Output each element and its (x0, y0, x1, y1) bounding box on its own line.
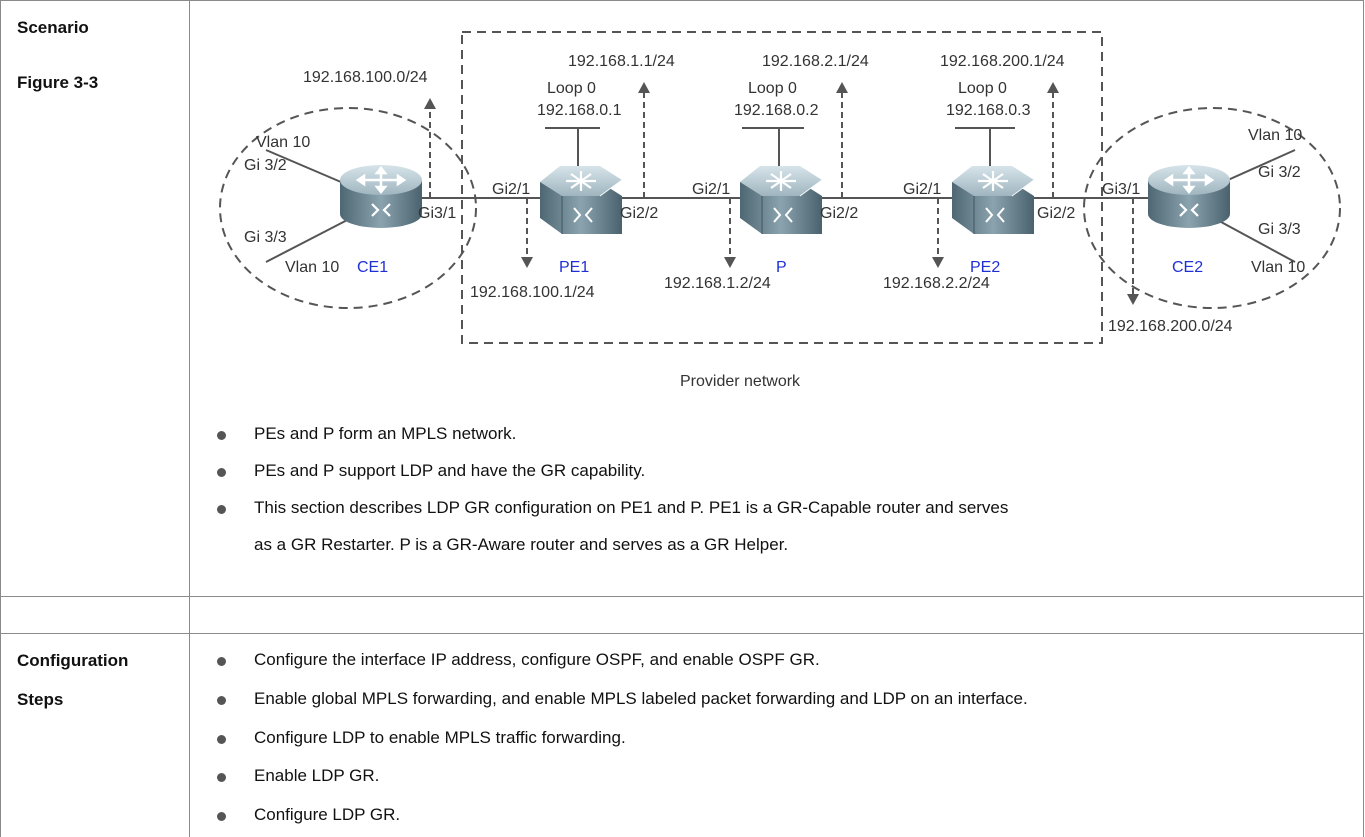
scenario-label: Scenario (17, 18, 89, 37)
table-row-divider (0, 596, 1364, 597)
ce2-port-bottom: Gi 3/3 (1258, 221, 1301, 238)
pe1-out-port: Gi2/2 (620, 205, 658, 222)
bullet-dot (217, 657, 226, 666)
pe2-loop-ip: 192.168.0.3 (946, 102, 1031, 119)
pe1-switch-icon (538, 164, 624, 236)
p-up-ip: 192.168.2.1/24 (762, 53, 869, 70)
pe2-up-ip: 192.168.200.1/24 (940, 53, 1065, 70)
ce1-port-bottom: Gi 3/3 (244, 229, 287, 246)
table-top-border (0, 0, 1364, 1)
bullet-dot (217, 468, 226, 477)
ce2-name: CE2 (1172, 259, 1203, 276)
pe1-name: PE1 (559, 259, 589, 276)
ce1-access-line-bottom (265, 215, 356, 263)
bullet-dot (217, 735, 226, 744)
ce2-router-icon (1146, 163, 1232, 230)
p-loop-ip: 192.168.0.2 (734, 102, 819, 119)
bullet-dot (217, 505, 226, 514)
ce1-name: CE1 (357, 259, 388, 276)
pe2-in-port: Gi2/1 (903, 181, 941, 198)
ce1-vlan-bottom: Vlan 10 (285, 259, 339, 276)
pe1-in-port: Gi2/1 (492, 181, 530, 198)
steps-label: Steps (17, 690, 64, 709)
configuration-label: Configuration (17, 651, 129, 670)
ce1-port-top: Gi 3/2 (244, 157, 287, 174)
ce2-port-top: Gi 3/2 (1258, 164, 1301, 181)
p-down-ip: 192.168.1.2/24 (664, 275, 771, 292)
provider-network-boundary (461, 31, 1103, 344)
p-loop: Loop 0 (748, 80, 797, 97)
ce1-site-boundary (219, 107, 477, 309)
pe1-down-ip: 192.168.100.1/24 (470, 284, 595, 301)
ce1-uplink-port: Gi3/1 (418, 205, 456, 222)
table-row-divider (0, 633, 1364, 634)
p-name: P (776, 259, 787, 276)
ce2-vlan-top: Vlan 10 (1248, 127, 1302, 144)
ce2-access-line-bottom (1209, 215, 1296, 263)
pe1-up-ip: 192.168.1.1/24 (568, 53, 675, 70)
network-diagram: 192.168.100.0/24 Vlan 10 Gi 3/2 Gi 3/3 V… (219, 31, 1341, 390)
pe1-loop: Loop 0 (547, 80, 596, 97)
p-switch-icon (738, 164, 824, 236)
ce2-vlan-bottom: Vlan 10 (1251, 259, 1305, 276)
ce1-router-icon (338, 163, 424, 230)
p-out-port: Gi2/2 (820, 205, 858, 222)
pe2-name: PE2 (970, 259, 1000, 276)
table-right-border (1363, 0, 1364, 837)
ce2-subnet-label: 192.168.200.0/24 (1108, 318, 1233, 335)
figure-label: Figure 3-3 (17, 73, 99, 92)
p-in-port: Gi2/1 (692, 181, 730, 198)
pe1-loop-ip: 192.168.0.1 (537, 102, 622, 119)
table-left-border (0, 0, 1, 837)
ce1-subnet-label: 192.168.100.0/24 (303, 69, 428, 86)
pe2-switch-icon (950, 164, 1036, 236)
pe2-down-ip: 192.168.2.2/24 (883, 275, 990, 292)
bullet-dot (217, 812, 226, 821)
ce1-vlan-top: Vlan 10 (256, 134, 310, 151)
bullet-dot (217, 431, 226, 440)
bullet-dot (217, 773, 226, 782)
ce2-uplink-port: Gi3/1 (1102, 181, 1140, 198)
ce2-site-boundary (1083, 107, 1341, 309)
pe2-out-port: Gi2/2 (1037, 205, 1075, 222)
bullet-dot (217, 696, 226, 705)
pe2-loop: Loop 0 (958, 80, 1007, 97)
provider-network-label: Provider network (680, 373, 801, 390)
table-column-divider (189, 0, 190, 837)
